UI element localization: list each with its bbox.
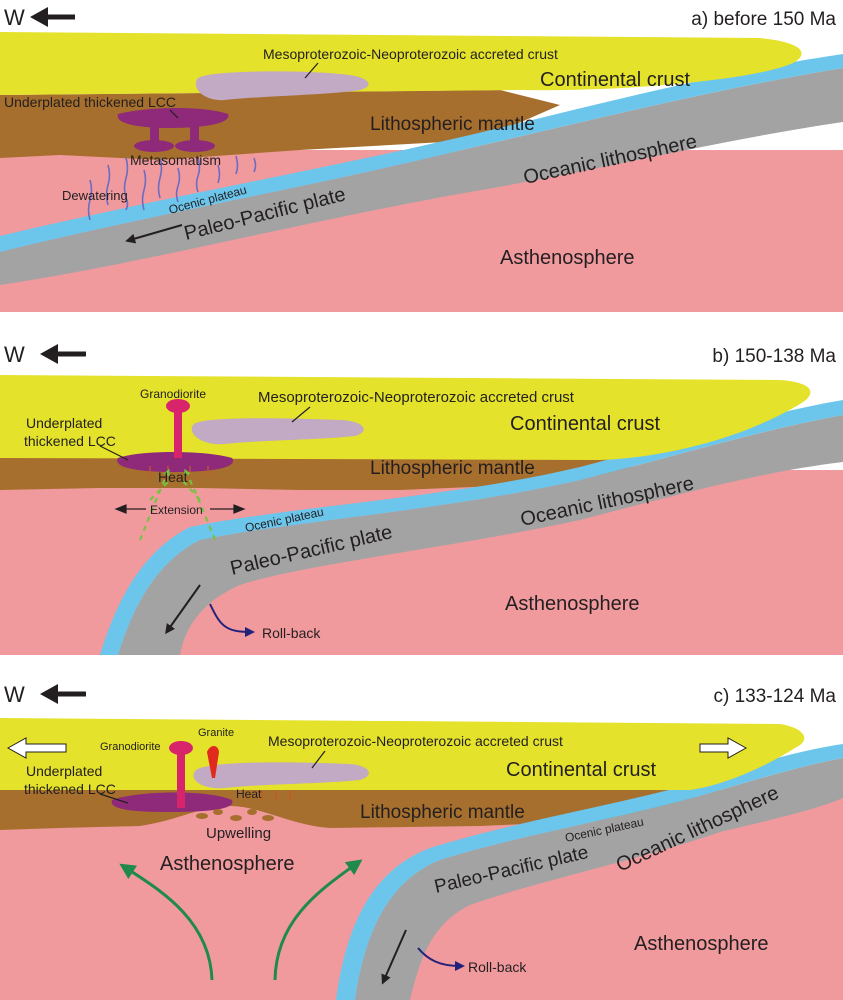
underplated-lcc (111, 792, 233, 812)
granite-intrusion (207, 746, 219, 778)
asthenosphere-label: Asthenosphere (634, 933, 769, 955)
leader-line (304, 62, 319, 79)
panel-title: b) 150-138 Ma (712, 346, 836, 367)
accreted-crust-body (193, 762, 369, 789)
lithospheric-mantle-label: Lithospheric mantle (360, 802, 525, 823)
continental-crust-label: Continental crust (510, 413, 661, 435)
granodiorite-label: Granodiorite (140, 387, 206, 401)
extension-arrow-right-icon (699, 737, 748, 759)
west-label: W (4, 5, 25, 30)
underplated-lcc-label: thickened LCC (24, 781, 116, 797)
lithospheric-mantle-label: Lithospheric mantle (370, 458, 535, 479)
asthenosphere-layer (0, 470, 843, 655)
granite-label: Granite (198, 727, 234, 739)
lithospheric-mantle-label: Lithospheric mantle (370, 114, 535, 135)
oceanic-lithosphere-slab (0, 68, 843, 285)
rollback-label: Roll-back (468, 959, 527, 975)
dewatering-lines (87, 155, 257, 221)
panel-title: c) 133-124 Ma (713, 686, 836, 707)
underplated-lcc (117, 452, 234, 472)
panel-c: W c) 133-124 Ma (0, 682, 843, 1000)
melt-arrows (138, 468, 217, 541)
asthenosphere-label: Asthenosphere (500, 247, 635, 269)
granodiorite-intrusion (166, 399, 190, 458)
rollback-label: Roll-back (262, 625, 321, 641)
leader-line (99, 445, 129, 461)
upwelling-melt-blobs (196, 803, 274, 821)
leader-line (169, 109, 179, 119)
leader-line (311, 750, 326, 769)
west-arrow-icon (30, 7, 75, 27)
west-label: W (4, 682, 25, 707)
asthenosphere-label: Asthenosphere (160, 853, 295, 875)
heat-label: Heat (158, 469, 188, 485)
continental-crust-label: Continental crust (506, 759, 657, 781)
oceanic-plateau-band (100, 400, 843, 655)
accreted-crust-label: Mesoproterozoic-Neoproterozoic accreted … (263, 46, 558, 62)
metasomatism-label: Metasomatism (130, 152, 221, 168)
dewatering-label: Dewatering (62, 188, 128, 203)
granodiorite-intrusion (169, 741, 193, 808)
heat-marks (261, 790, 291, 800)
rollback-arrow (417, 947, 465, 971)
underplated-lcc-label: Underplated thickened LCC (4, 94, 176, 110)
west-arrow-icon (40, 344, 86, 364)
extension-arrow (114, 504, 246, 514)
west-label: W (4, 342, 25, 367)
accreted-crust-label: Mesoproterozoic-Neoproterozoic accreted … (258, 389, 575, 406)
asthenosphere-label: Asthenosphere (505, 593, 640, 615)
granodiorite-label: Granodiorite (100, 741, 161, 753)
slab-direction-arrow (125, 224, 183, 244)
slab-direction-arrow (381, 929, 407, 985)
west-arrow-icon (40, 684, 86, 704)
slab-direction-arrow (165, 584, 201, 635)
continental-crust-label: Continental crust (540, 69, 691, 91)
underplated-lcc (117, 108, 229, 152)
panel-b: W b) 150-138 Ma (0, 342, 843, 655)
mantle-flow-arrow-left (119, 863, 214, 981)
leader-line (99, 793, 129, 804)
underplated-lcc-label: thickened LCC (24, 433, 116, 449)
heat-label: Heat (236, 787, 262, 801)
continental-crust-layer (0, 718, 805, 790)
panel-title: a) before 150 Ma (691, 9, 836, 30)
extension-arrow-left-icon (6, 737, 67, 759)
mantle-flow-arrow-right (273, 859, 363, 981)
panel-a: W a) before 150 Ma (0, 5, 843, 312)
extension-label: Extension (150, 503, 203, 517)
underplated-lcc-label: Underplated (26, 763, 102, 779)
oceanic-lithosphere-slab (355, 758, 843, 1000)
accreted-crust-body (191, 418, 364, 445)
upwelling-label: Upwelling (206, 825, 271, 842)
rollback-arrow (209, 603, 255, 637)
oceanic-lithosphere-slab (118, 415, 843, 655)
continental-crust-layer (0, 375, 811, 460)
accreted-crust-label: Mesoproterozoic-Neoproterozoic accreted … (268, 733, 563, 749)
leader-line (291, 406, 311, 423)
accreted-crust-body (195, 71, 369, 101)
underplated-lcc-label: Underplated (26, 415, 102, 431)
oceanic-plateau-band (0, 54, 843, 252)
